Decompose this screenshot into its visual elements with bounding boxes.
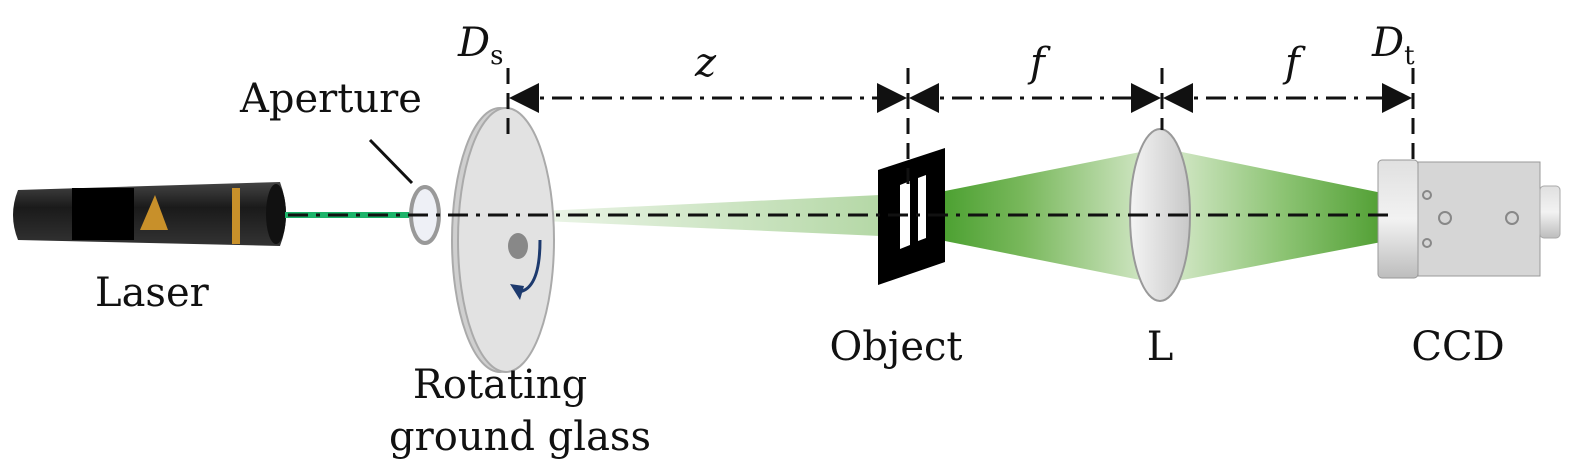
distance-z-label: z xyxy=(694,40,717,86)
distance-f2-label: f xyxy=(1282,40,1306,86)
ccd-camera-icon xyxy=(1377,159,1561,279)
ground-glass-icon xyxy=(451,107,555,373)
laser-label: Laser xyxy=(95,270,210,316)
plane-dt-label: Dt xyxy=(1371,20,1415,71)
laser-icon xyxy=(13,182,286,246)
object-label: Object xyxy=(830,324,963,370)
ground-glass-label-line1: Rotating xyxy=(413,362,587,408)
aperture-label: Aperture xyxy=(239,76,422,122)
plane-ds-label: Ds xyxy=(457,20,503,71)
object-slit-icon xyxy=(878,148,945,285)
beam-object-to-lens xyxy=(920,150,1150,282)
ccd-label: CCD xyxy=(1411,324,1504,370)
aperture-pointer xyxy=(368,138,414,185)
lens-label: L xyxy=(1147,324,1174,370)
ground-glass-label-line2: ground glass xyxy=(389,414,651,460)
beam-lens-to-ccd xyxy=(1172,150,1392,282)
distance-f1-label: f xyxy=(1027,40,1051,86)
